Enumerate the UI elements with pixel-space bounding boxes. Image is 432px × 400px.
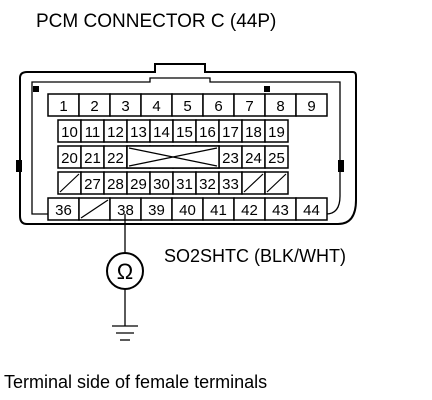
blank-block-cross — [128, 147, 218, 167]
pin-cell — [264, 119, 289, 143]
pin-number-11: 11 — [85, 124, 101, 141]
pin-number-6: 6 — [214, 98, 222, 115]
pin-number-36: 36 — [55, 202, 72, 219]
pin-number-30: 30 — [153, 176, 170, 193]
latch-left — [33, 86, 39, 92]
pin-number-22: 22 — [107, 150, 124, 167]
pin-number-18: 18 — [245, 124, 262, 141]
pin-number-24: 24 — [245, 150, 262, 167]
pin-number-28: 28 — [107, 176, 124, 193]
pin-number-7: 7 — [245, 98, 253, 115]
pin-number-16: 16 — [199, 124, 216, 141]
wire-label: SO2SHTC (BLK/WHT) — [164, 246, 346, 266]
pin-number-14: 14 — [153, 124, 170, 141]
pin-number-27: 27 — [84, 176, 101, 193]
ground-icon — [112, 325, 138, 341]
pin-number-2: 2 — [90, 98, 98, 115]
pin-number-3: 3 — [121, 98, 129, 115]
pin-number-43: 43 — [272, 202, 289, 219]
pin-number-44: 44 — [303, 202, 320, 219]
latch-right — [264, 86, 270, 92]
ohm-symbol: Ω — [117, 259, 133, 284]
pin-number-25: 25 — [268, 150, 285, 167]
pin-number-33: 33 — [222, 176, 239, 193]
pin-number-15: 15 — [176, 124, 193, 141]
diagram-title: PCM CONNECTOR C (44P) — [36, 11, 276, 32]
pin-number-41: 41 — [210, 202, 227, 219]
empty-cavity-slash — [80, 199, 109, 219]
pin-number-4: 4 — [152, 98, 160, 115]
pin-number-13: 13 — [130, 124, 147, 141]
pin-number-19: 19 — [268, 124, 285, 141]
pin-number-40: 40 — [179, 202, 196, 219]
pin-number-10: 10 — [61, 124, 78, 141]
pin-number-29: 29 — [130, 176, 147, 193]
empty-cavity-slash — [243, 173, 264, 193]
side-key-left — [16, 160, 22, 172]
pin-number-38: 38 — [117, 202, 134, 219]
pin-cell — [295, 197, 328, 221]
pin-number-17: 17 — [222, 124, 239, 141]
empty-cavity-slash — [266, 173, 287, 193]
pin-number-21: 21 — [84, 150, 101, 167]
pin-number-20: 20 — [61, 150, 78, 167]
pin-number-5: 5 — [183, 98, 191, 115]
side-key-right — [338, 160, 344, 172]
pin-number-9: 9 — [307, 98, 315, 115]
pin-number-39: 39 — [148, 202, 165, 219]
empty-cavity-slash — [59, 173, 80, 193]
pin-number-8: 8 — [276, 98, 284, 115]
pin-number-1: 1 — [59, 98, 67, 115]
pin-number-32: 32 — [199, 176, 216, 193]
pin-number-23: 23 — [222, 150, 239, 167]
pin-cell — [295, 93, 328, 117]
pin-number-12: 12 — [107, 124, 124, 141]
connector-housing-outer — [19, 63, 357, 225]
caption: Terminal side of female terminals — [4, 372, 267, 392]
pin-number-42: 42 — [241, 202, 258, 219]
pin-cell — [264, 145, 289, 169]
pin-number-31: 31 — [176, 176, 193, 193]
